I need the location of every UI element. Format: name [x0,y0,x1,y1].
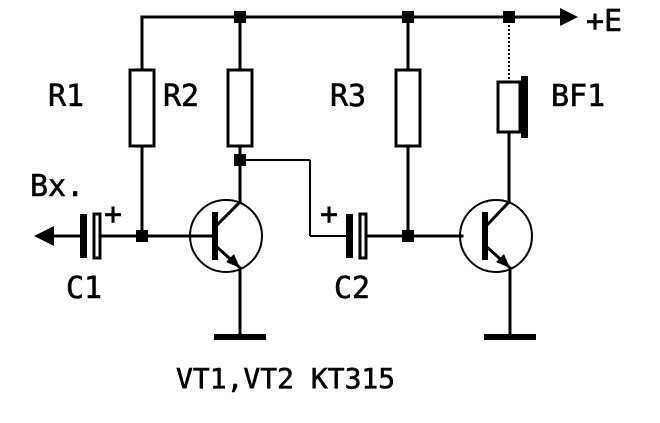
buzzer-plate [521,76,528,138]
supply-rail: +E [140,4,622,39]
vt2-emitter-arrow-icon [496,254,510,268]
c1-plus-sign: + [104,197,122,232]
resistor-r1 [128,68,156,148]
ground-symbol [214,334,266,340]
r2-branch: R2 [163,15,254,200]
coupling-wire [246,159,346,237]
junction-dot [234,154,246,166]
r1-branch: R1 [48,15,156,238]
ground-symbol [484,334,536,340]
r1-label: R1 [48,79,84,114]
capacitor-c2: + C2 [320,197,464,306]
resistor-r2 [226,68,254,148]
resistor-r3 [394,68,422,148]
r2-label: R2 [163,79,199,114]
transistor-vt2 [459,194,536,340]
input-label: Bx. [30,169,84,204]
vt1-base-bar [212,212,218,260]
input-c1: Bx. + C1 [30,169,192,306]
vt2-base-bar [482,212,488,260]
capacitor-c2-plate-pos [346,214,353,258]
c2-label: C2 [334,271,370,306]
c2-plus-sign: + [320,197,338,232]
supply-arrow-icon [560,8,578,26]
transistor-type-note: VT1,VT2 KT315 [176,362,395,395]
bf1-label: BF1 [551,79,605,114]
bf1-branch: BF1 [496,17,605,200]
r3-branch: R3 [330,15,422,242]
vt2-body [459,199,533,273]
r3-label: R3 [330,79,366,114]
input-arrow-icon [34,226,54,246]
capacitor-c1-plate-neg [80,214,87,258]
supply-label: +E [586,4,622,39]
transistor-vt1 [188,194,266,340]
vt1-emitter-arrow-icon [226,254,240,268]
c1-label: C1 [66,271,102,306]
buzzer-bf1 [496,80,522,134]
